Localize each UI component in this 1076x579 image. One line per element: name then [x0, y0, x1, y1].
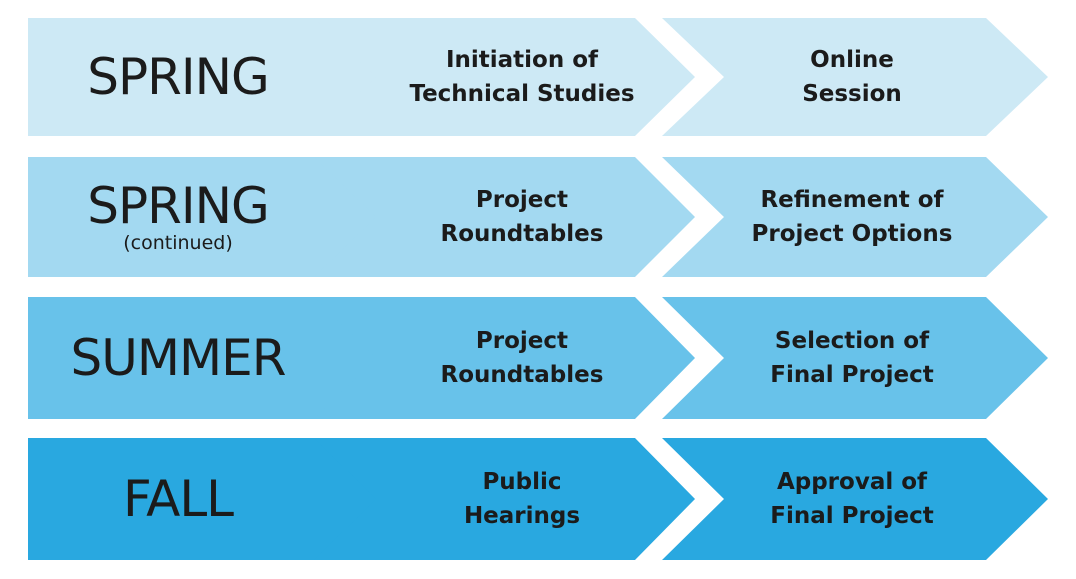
step-chevron-2-spring-continued — [662, 157, 1048, 277]
step-text: Initiation of Technical Studies — [409, 47, 635, 107]
step-text: Selection of Final Project — [770, 328, 934, 388]
step-chevron-1-spring — [314, 18, 695, 136]
season-label-spring: SPRING — [28, 18, 328, 136]
step-text: Approval of Final Project — [770, 469, 934, 529]
step-text: Public Hearings — [463, 469, 581, 529]
step-online-session: Online Session — [702, 18, 1002, 136]
step-chevron-2-summer — [662, 297, 1048, 419]
season-name: SPRING — [87, 48, 270, 106]
step-chevron-1-summer — [314, 297, 695, 419]
step-project-roundtables: Project Roundtables — [372, 157, 672, 277]
season-name: FALL — [122, 470, 234, 528]
step-refinement-of-project-options: Refinement of Project Options — [702, 157, 1002, 277]
step-chevron-2-fall — [662, 438, 1048, 560]
step-chevron-2-spring — [662, 18, 1048, 136]
season-block-spring-continued — [28, 157, 378, 277]
step-text: Refinement of Project Options — [751, 187, 953, 247]
step-public-hearings: Public Hearings — [372, 438, 672, 560]
step-project-roundtables: Project Roundtables — [372, 297, 672, 419]
step-chevron-1-fall — [314, 438, 695, 560]
step-text: Project Roundtables — [440, 187, 604, 247]
step-approval-of-final-project: Approval of Final Project — [702, 438, 1002, 560]
step-chevron-1-spring-continued — [314, 157, 695, 277]
season-label-summer: SUMMER — [28, 297, 328, 419]
season-block-fall — [28, 438, 378, 560]
step-initiation-of-technical-studies: Initiation of Technical Studies — [372, 18, 672, 136]
step-selection-of-final-project: Selection of Final Project — [702, 297, 1002, 419]
step-text: Project Roundtables — [440, 328, 604, 388]
season-name: SPRING — [87, 177, 270, 235]
season-block-spring — [28, 18, 378, 136]
step-text: Online Session — [802, 47, 902, 107]
season-label-fall: FALL — [28, 438, 328, 560]
season-block-summer — [28, 297, 378, 419]
season-name: SUMMER — [70, 329, 287, 387]
season-subtitle: (continued) — [123, 232, 233, 254]
season-label-spring-continued: SPRING (continued) — [28, 157, 328, 277]
